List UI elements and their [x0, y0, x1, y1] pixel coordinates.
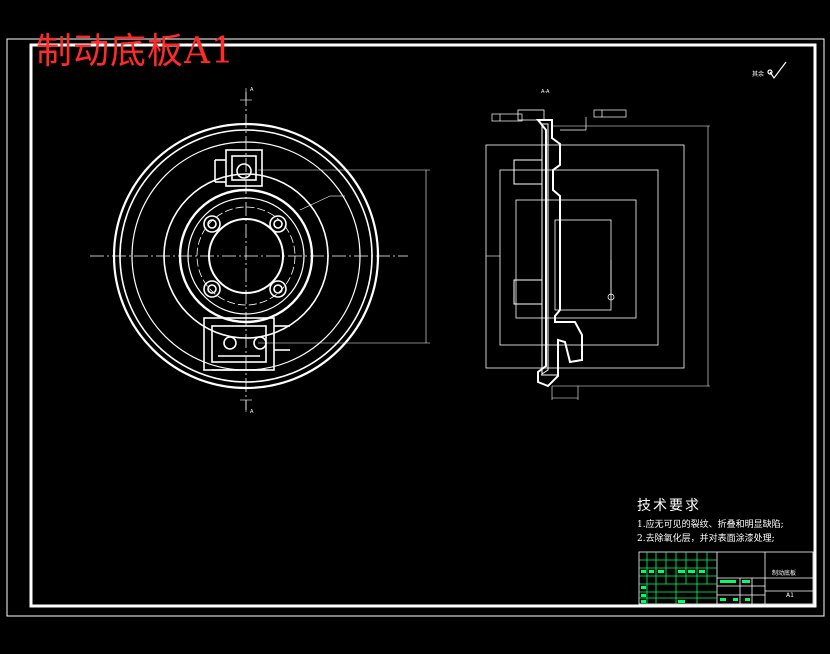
bottom-lug	[203, 317, 290, 371]
inner-frame	[29, 43, 817, 608]
tech-requirement-item: 2.去除氧化层，并对表面涂漆处理;	[637, 534, 775, 544]
title-block-part-name: 制动底板	[772, 570, 797, 577]
title-block-material: A1	[786, 592, 794, 599]
outer-frame	[6, 38, 825, 617]
title-block	[638, 551, 814, 605]
front-dimensions	[240, 88, 430, 412]
top-lug	[214, 149, 263, 187]
section-view-label: A-A	[541, 89, 550, 95]
section-marker-bottom: A	[250, 409, 254, 415]
side-section-view	[485, 109, 710, 400]
roughness-label: 其余	[752, 70, 764, 78]
section-marker-top: A	[250, 87, 254, 93]
tech-requirements-heading: 技术要求	[637, 498, 701, 514]
tech-requirement-item: 1.应无可见的裂纹、折叠和明显缺陷;	[637, 520, 784, 530]
bolt-holes	[203, 215, 287, 298]
technical-requirements: 技术要求 1.应无可见的裂纹、折叠和明显缺陷; 2.去除氧化层，并对表面涂漆处理…	[637, 495, 784, 546]
drawing-title: 制动底板A1	[36, 31, 235, 72]
roughness-symbol	[767, 61, 787, 80]
front-view	[90, 88, 430, 412]
